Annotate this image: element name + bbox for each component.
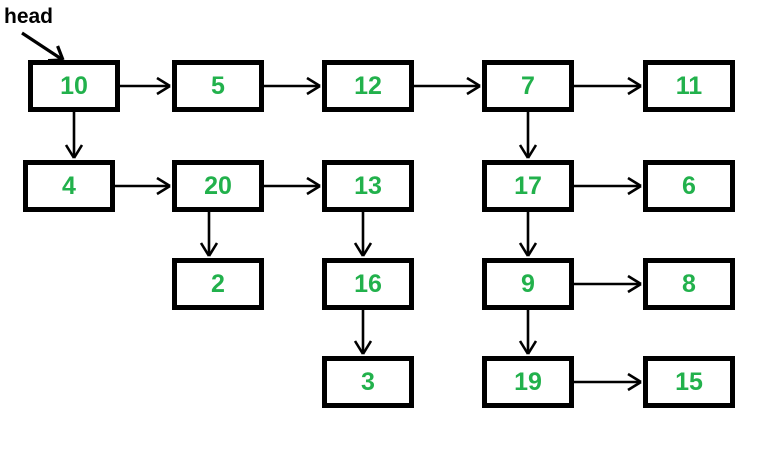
arrowhead-upper xyxy=(306,176,321,188)
arrowhead-lower xyxy=(627,84,642,96)
edge-n4-to-n20 xyxy=(115,176,171,196)
node-3[interactable]: 3 xyxy=(322,356,414,408)
edge-n16-to-n3 xyxy=(353,310,373,355)
edge-n20-to-n13 xyxy=(264,176,321,196)
head-arrowhead-b xyxy=(56,45,65,61)
edge-n9-to-n19 xyxy=(518,310,538,355)
node-label: 15 xyxy=(675,367,703,396)
arrowhead-lower xyxy=(306,84,321,96)
head-pointer-arrow xyxy=(21,31,65,63)
head-label: head xyxy=(4,5,54,28)
node-10[interactable]: 10 xyxy=(28,60,120,112)
arrowhead-right xyxy=(361,340,373,355)
arrowhead-upper xyxy=(627,274,642,286)
edge-n7-to-n11 xyxy=(574,76,642,96)
node-6[interactable]: 6 xyxy=(643,160,735,212)
arrowhead-upper xyxy=(156,176,171,188)
node-label: 12 xyxy=(354,71,382,100)
edge-n17-to-n6 xyxy=(574,176,642,196)
node-7[interactable]: 7 xyxy=(482,60,574,112)
node-19[interactable]: 19 xyxy=(482,356,574,408)
arrowhead-left xyxy=(64,144,76,159)
node-label: 16 xyxy=(354,269,382,298)
node-8[interactable]: 8 xyxy=(643,258,735,310)
arrowhead-right xyxy=(526,242,538,257)
arrowhead-lower xyxy=(156,84,171,96)
node-9[interactable]: 9 xyxy=(482,258,574,310)
arrowhead-upper xyxy=(156,76,171,88)
arrowhead-left xyxy=(199,242,211,257)
node-label: 5 xyxy=(211,71,225,100)
edge-n12-to-n7 xyxy=(414,76,481,96)
node-label: 13 xyxy=(354,171,382,200)
node-15[interactable]: 15 xyxy=(643,356,735,408)
node-20[interactable]: 20 xyxy=(172,160,264,212)
edge-n13-to-n16 xyxy=(353,212,373,257)
arrowhead-upper xyxy=(627,76,642,88)
arrowhead-right xyxy=(207,242,219,257)
node-16[interactable]: 16 xyxy=(322,258,414,310)
arrowhead-left xyxy=(353,340,365,355)
arrowhead-left xyxy=(518,340,530,355)
head-pointer-line xyxy=(21,31,64,62)
arrowhead-left xyxy=(518,242,530,257)
node-13[interactable]: 13 xyxy=(322,160,414,212)
edge-n9-to-n8 xyxy=(574,274,642,294)
node-5[interactable]: 5 xyxy=(172,60,264,112)
node-label: 17 xyxy=(514,171,542,200)
edge-n5-to-n12 xyxy=(264,76,321,96)
node-label: 2 xyxy=(211,269,225,298)
node-17[interactable]: 17 xyxy=(482,160,574,212)
arrowhead-upper xyxy=(627,372,642,384)
node-12[interactable]: 12 xyxy=(322,60,414,112)
arrowhead-upper xyxy=(466,76,481,88)
edge-n7-to-n17 xyxy=(518,112,538,159)
node-label: 20 xyxy=(204,171,232,200)
edge-group xyxy=(64,76,642,392)
node-11[interactable]: 11 xyxy=(643,60,735,112)
edge-n20-to-n2 xyxy=(199,212,219,257)
edge-n10-to-n5 xyxy=(120,76,171,96)
node-label: 11 xyxy=(675,71,703,100)
arrowhead-lower xyxy=(627,380,642,392)
edge-n17-to-n9 xyxy=(518,212,538,257)
arrowhead-right xyxy=(72,144,84,159)
node-label: 10 xyxy=(60,71,88,100)
node-label: 8 xyxy=(682,269,696,298)
node-label: 9 xyxy=(521,269,535,298)
arrowhead-upper xyxy=(306,76,321,88)
arrowhead-lower xyxy=(627,184,642,196)
arrowhead-left xyxy=(518,144,530,159)
node-label: 7 xyxy=(521,71,535,100)
arrowhead-right xyxy=(526,340,538,355)
arrowhead-lower xyxy=(306,184,321,196)
arrowhead-upper xyxy=(627,176,642,188)
node-label: 4 xyxy=(62,171,76,200)
arrowhead-lower xyxy=(466,84,481,96)
node-2[interactable]: 2 xyxy=(172,258,264,310)
node-label: 3 xyxy=(361,367,375,396)
edge-n19-to-n15 xyxy=(574,372,642,392)
arrowhead-lower xyxy=(156,184,171,196)
edge-n10-to-n4 xyxy=(64,112,84,159)
arrowhead-lower xyxy=(627,282,642,294)
arrowhead-right xyxy=(526,144,538,159)
arrowhead-right xyxy=(361,242,373,257)
node-4[interactable]: 4 xyxy=(23,160,115,212)
arrowhead-left xyxy=(353,242,365,257)
node-label: 19 xyxy=(514,367,542,396)
node-label: 6 xyxy=(682,171,696,200)
